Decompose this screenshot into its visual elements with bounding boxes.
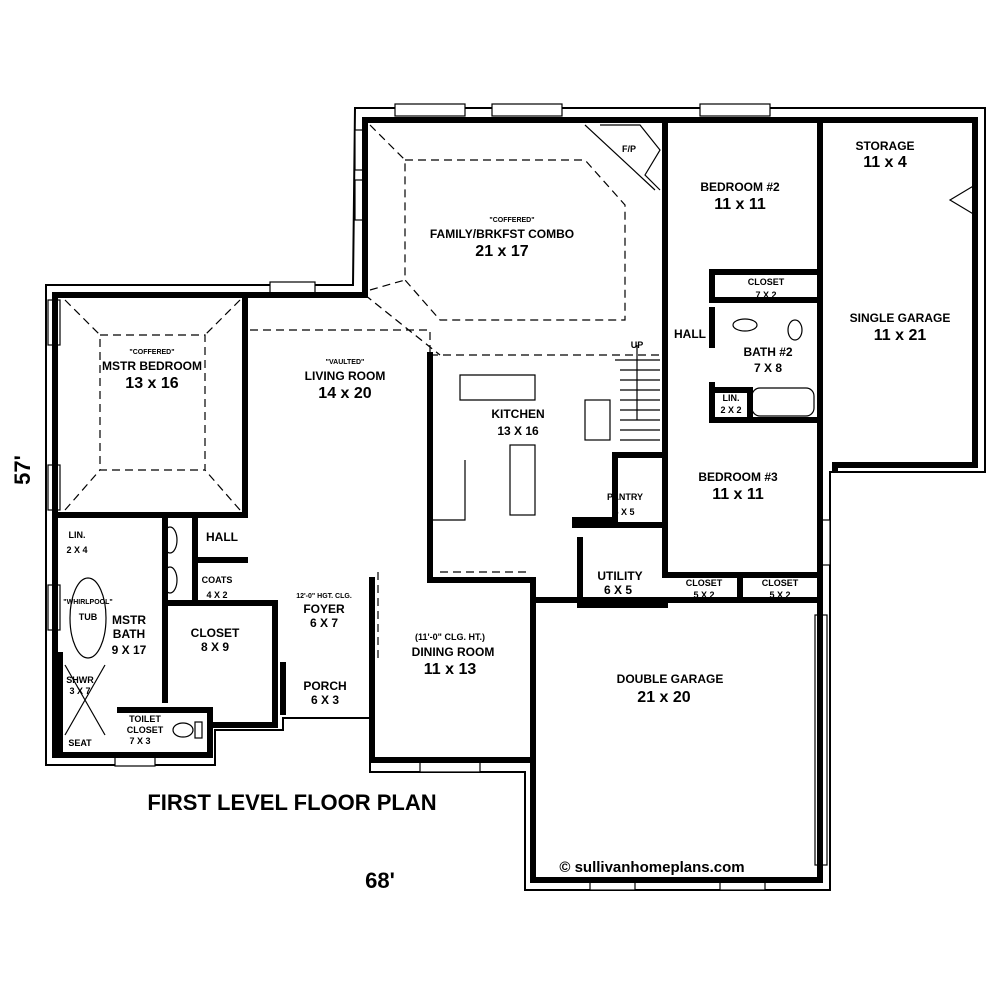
room-name: COATS: [202, 575, 233, 585]
room-size: 11 x 4: [863, 154, 907, 171]
room-size: 9 X 17: [112, 643, 147, 657]
room-storage: STORAGE 11 x 4: [855, 139, 914, 171]
room-bedroom-2: BEDROOM #2 11 x 11: [700, 180, 780, 213]
room-size: 6 X 3: [311, 693, 339, 707]
room-name: MSTR BEDROOM: [102, 359, 202, 373]
room-name: SINGLE GARAGE: [850, 311, 951, 325]
room-name: PORCH: [303, 679, 346, 693]
room-name: FOYER: [303, 602, 345, 616]
ceiling-lines: [64, 124, 976, 739]
room-note: 12'-0" HGT. CLG.: [296, 593, 352, 600]
room-size: 6 X 7: [310, 616, 338, 630]
plan-title: FIRST LEVEL FLOOR PLAN: [147, 790, 436, 815]
room-name: TOILET: [129, 714, 161, 724]
room-linen-right: LIN. 2 X 2: [720, 393, 741, 415]
room-master-bedroom: "COFFERED" MSTR BEDROOM 13 x 16: [102, 349, 202, 392]
stairs-up-label: UP: [631, 340, 644, 350]
room-size: 11 x 21: [874, 327, 927, 344]
room-closet-bedroom-3b: CLOSET 5 X 2: [762, 578, 799, 600]
room-size: 7 X 8: [754, 361, 782, 375]
room-size: 11 x 13: [424, 661, 477, 678]
depth-dimension: 57': [10, 455, 35, 485]
room-size: 5 X 2: [769, 590, 790, 600]
room-master-bath: MSTR BATH 9 X 17: [112, 613, 147, 657]
room-note: "COFFERED": [489, 217, 534, 224]
room-name: STORAGE: [855, 139, 914, 153]
fireplace-label: F/P: [622, 144, 636, 154]
room-size: 2 X 2: [720, 405, 741, 415]
room-size: 21 x 20: [637, 689, 690, 706]
room-linen-left: LIN. 2 X 4: [66, 530, 87, 555]
room-name: CLOSET: [127, 725, 164, 735]
room-living: "VAULTED" LIVING ROOM 14 x 20: [305, 359, 386, 402]
room-shower: SHWR 3 X 7: [66, 675, 94, 696]
room-foyer: 12'-0" HGT. CLG. FOYER 6 X 7: [296, 593, 352, 630]
room-name: FAMILY/BRKFST COMBO: [430, 227, 574, 241]
room-name: BATH: [113, 627, 145, 641]
room-coats: COATS 4 X 2: [202, 575, 233, 600]
room-double-garage: DOUBLE GARAGE 21 x 20: [617, 672, 724, 706]
room-kitchen: KITCHEN 13 X 16: [491, 407, 544, 438]
room-utility: UTILITY 6 X 5: [597, 569, 642, 597]
room-name: DOUBLE GARAGE: [617, 672, 724, 686]
room-master-closet: CLOSET 8 X 9: [191, 626, 240, 654]
room-name: CLOSET: [762, 578, 799, 588]
tub-label: TUB: [79, 612, 98, 622]
room-name: SHWR: [66, 675, 94, 685]
room-note: "VAULTED": [326, 359, 365, 366]
room-toilet-closet: TOILET CLOSET 7 X 3: [127, 714, 164, 746]
room-size: 11 x 11: [714, 196, 766, 213]
room-name: BATH #2: [743, 345, 792, 359]
room-size: 11 x 11: [712, 486, 764, 503]
room-dining: (11'-0" CLG. HT.) DINING ROOM 11 x 13: [412, 632, 495, 678]
room-name: CLOSET: [686, 578, 723, 588]
room-name: KITCHEN: [491, 407, 544, 421]
tub-note: "WHIRLPOOL": [63, 599, 112, 606]
room-name: CLOSET: [748, 277, 785, 287]
room-porch: PORCH 6 X 3: [303, 679, 346, 707]
room-size: 14 x 20: [318, 385, 371, 402]
room-size: 21 x 17: [475, 243, 528, 260]
room-size: 13 x 16: [125, 375, 178, 392]
shower-seat-label: SEAT: [68, 738, 92, 748]
whirlpool-tub: "WHIRLPOOL" TUB: [63, 599, 112, 622]
room-name: LIN.: [69, 530, 86, 540]
room-name: LIVING ROOM: [305, 369, 386, 383]
room-name: PANTRY: [607, 492, 643, 502]
walls: [52, 117, 978, 883]
room-size: 13 X 16: [497, 424, 539, 438]
room-family-brkfst: "COFFERED" FAMILY/BRKFST COMBO 21 x 17 F…: [430, 144, 636, 260]
room-note: (11'-0" CLG. HT.): [415, 632, 485, 642]
room-name: LIN.: [723, 393, 740, 403]
room-size: 8 X 9: [201, 640, 229, 654]
room-bedroom-3: BEDROOM #3 11 x 11: [698, 470, 778, 503]
room-size: 3 X 7: [69, 686, 90, 696]
room-size: 5 X 5: [613, 507, 634, 517]
room-size: 5 X 2: [693, 590, 714, 600]
width-dimension: 68': [365, 868, 395, 893]
room-hall-left: HALL: [206, 530, 238, 544]
exterior-outline: [45, 107, 986, 891]
room-size: 2 X 4: [66, 545, 87, 555]
room-hall-right: HALL: [674, 327, 706, 341]
room-size: 6 X 5: [604, 583, 632, 597]
room-name: UTILITY: [597, 569, 642, 583]
room-size: 7 X 3: [129, 736, 150, 746]
room-note: "COFFERED": [129, 349, 174, 356]
room-closet-bedroom-3a: CLOSET 5 X 2: [686, 578, 723, 600]
room-size: 4 X 2: [206, 590, 227, 600]
room-single-garage: SINGLE GARAGE 11 x 21: [850, 311, 951, 344]
room-size: 7 X 2: [755, 290, 776, 300]
room-pantry: PANTRY 5 X 5: [607, 492, 643, 517]
room-name: CLOSET: [191, 626, 240, 640]
room-closet-bedroom-2: CLOSET 7 X 2: [748, 277, 785, 300]
room-name: DINING ROOM: [412, 645, 495, 659]
room-bath-2: BATH #2 7 X 8: [743, 345, 792, 375]
room-name: MSTR: [112, 613, 146, 627]
room-name: BEDROOM #3: [698, 470, 778, 484]
copyright-notice: © sullivanhomeplans.com: [559, 859, 744, 876]
room-name: BEDROOM #2: [700, 180, 780, 194]
